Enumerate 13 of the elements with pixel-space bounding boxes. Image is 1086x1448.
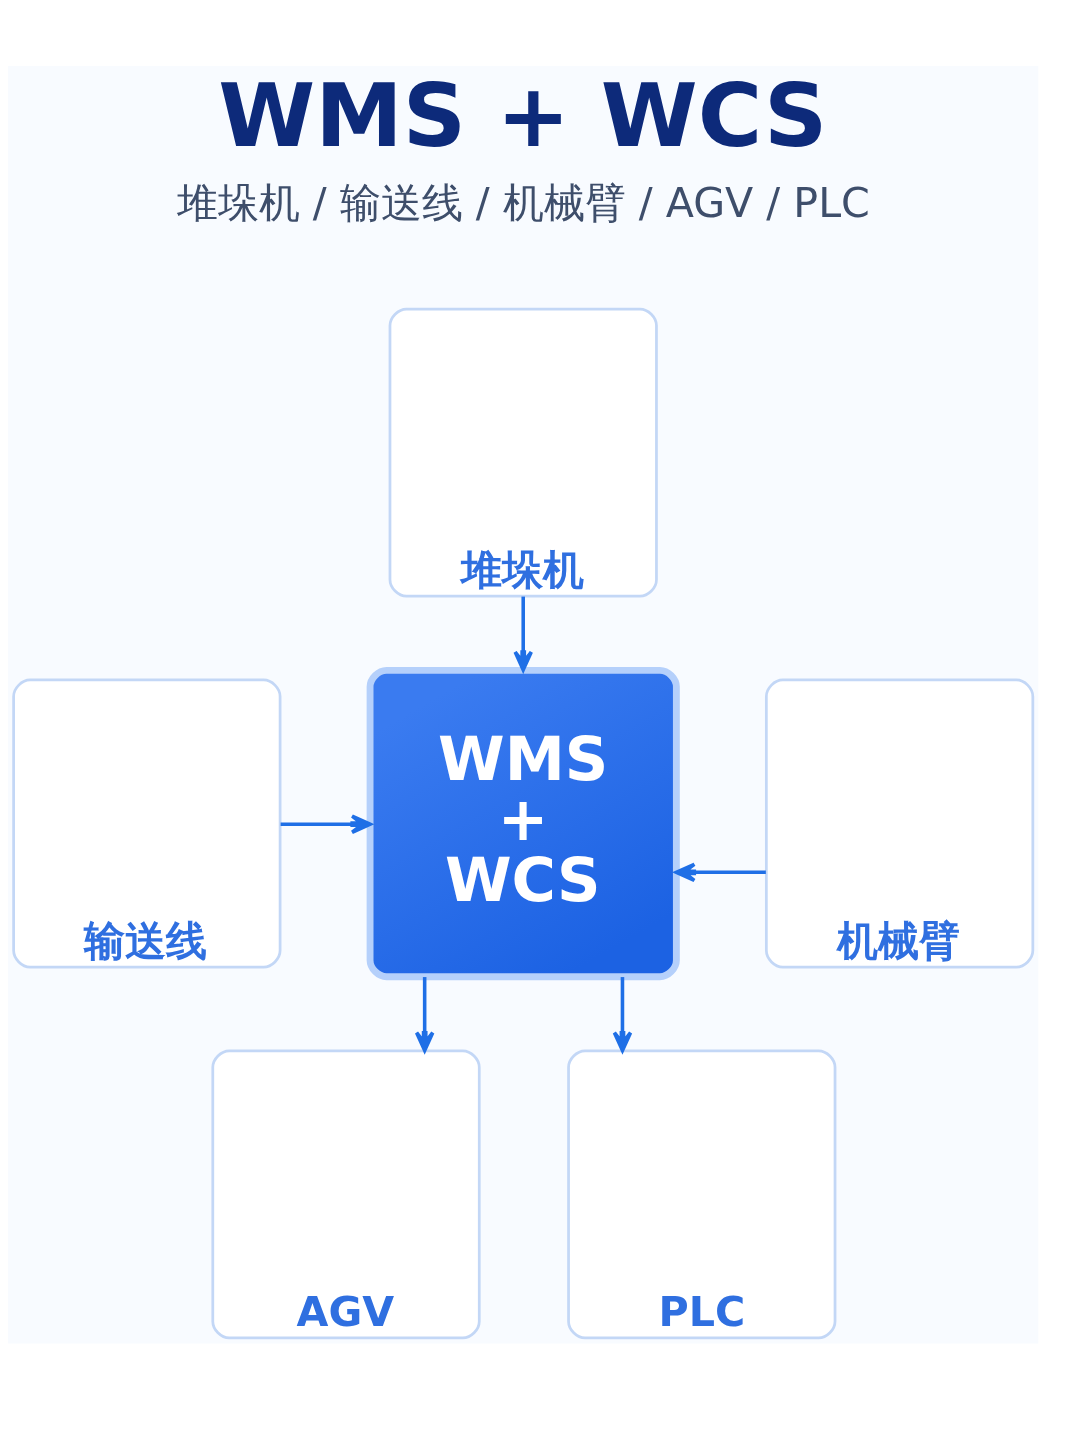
node-box: 机械臂 [764,678,1035,968]
diagram-title: WMS + WCS [218,63,828,167]
arrow [612,976,633,1052]
node-box: PLC [567,1049,837,1339]
node-box: 堆垛机 [388,307,658,598]
label: 堆垛机 / 输送线 / 机械臂 / AGV / PLC [176,178,870,227]
arrow [513,596,534,672]
node-box: WMS + WCS [366,666,680,980]
arrow [674,861,766,882]
node-box: 输送线 [12,678,282,968]
node-box: AGV [211,1049,481,1339]
arrow [414,976,435,1052]
arrow [280,813,372,834]
